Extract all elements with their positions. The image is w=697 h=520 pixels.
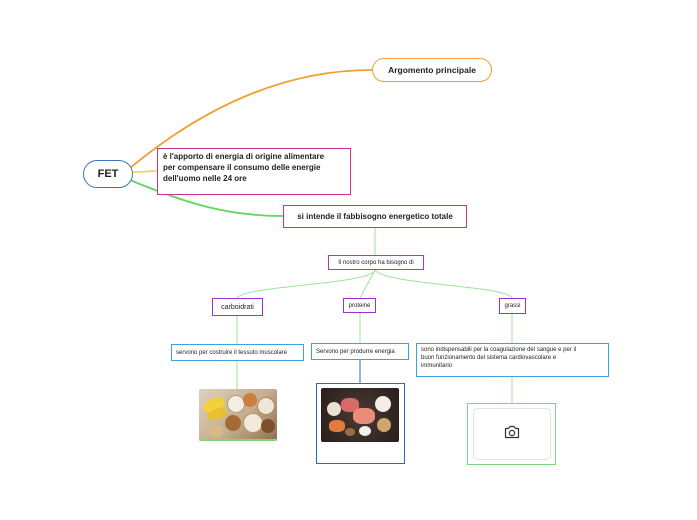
- total-requirement-label: si intende il fabbisogno energetico tota…: [297, 212, 453, 221]
- fats-description-line: buon funzionamento del sistema cardiovas…: [421, 355, 557, 362]
- definition-line: dell'uomo nelle 24 ore: [163, 173, 247, 183]
- definition-text: è l'apporto di energia di origine alimen…: [163, 152, 324, 184]
- branch-to-definition: [132, 170, 158, 173]
- proteins-label: proteine: [348, 302, 371, 309]
- proteins-description-node[interactable]: Servono per produrre energia: [311, 343, 409, 360]
- carbs-description-node[interactable]: servono per costruire il tessuto muscola…: [171, 344, 304, 361]
- carbs-description: servono per costruire il tessuto muscola…: [176, 349, 288, 356]
- branch-to-total: [129, 179, 284, 217]
- fats-description-node[interactable]: sono indispensabili per la coagulazione …: [416, 343, 609, 377]
- branch-to-main-topic: [129, 69, 373, 169]
- fats-image-frame[interactable]: [467, 403, 556, 465]
- fats-node[interactable]: grassi: [499, 298, 526, 314]
- photo-underline: [199, 439, 277, 441]
- link-needs-to-carbs: [236, 269, 376, 299]
- link-needs-to-fats: [374, 269, 513, 299]
- proteins-image-frame[interactable]: [316, 383, 405, 464]
- protein-foods-photo: [321, 388, 399, 442]
- carbs-node[interactable]: carboidrati: [212, 298, 263, 316]
- proteins-description: Servono per produrre energia: [316, 348, 395, 355]
- body-needs-node[interactable]: Il nostro corpo ha bisogno di: [328, 255, 424, 270]
- image-placeholder: [472, 408, 551, 460]
- main-topic-label: Argomento principale: [388, 65, 476, 75]
- proteins-node[interactable]: proteine: [343, 298, 376, 313]
- fats-description-line: sono indispensabili per la coagulazione …: [421, 347, 577, 353]
- body-needs-label: Il nostro corpo ha bisogno di: [338, 259, 414, 266]
- definition-line: è l'apporto di energia di origine alimen…: [163, 152, 325, 161]
- carbohydrate-foods-photo[interactable]: [199, 389, 277, 441]
- main-topic-node[interactable]: Argomento principale: [372, 58, 492, 82]
- root-node[interactable]: FET: [83, 160, 133, 188]
- link-needs-to-proteins: [359, 269, 376, 299]
- definition-line: per compensare il consumo delle energie: [163, 162, 321, 172]
- total-requirement-node[interactable]: si intende il fabbisogno energetico tota…: [283, 205, 467, 228]
- root-label: FET: [97, 168, 119, 180]
- fats-description: sono indispensabili per la coagulazione …: [421, 346, 576, 370]
- definition-node[interactable]: è l'apporto di energia di origine alimen…: [157, 148, 351, 195]
- fats-description-line: immunitario: [421, 363, 453, 370]
- carbs-label: carboidrati: [221, 303, 254, 311]
- camera-icon: [504, 425, 520, 444]
- fats-label: grassi: [504, 303, 521, 309]
